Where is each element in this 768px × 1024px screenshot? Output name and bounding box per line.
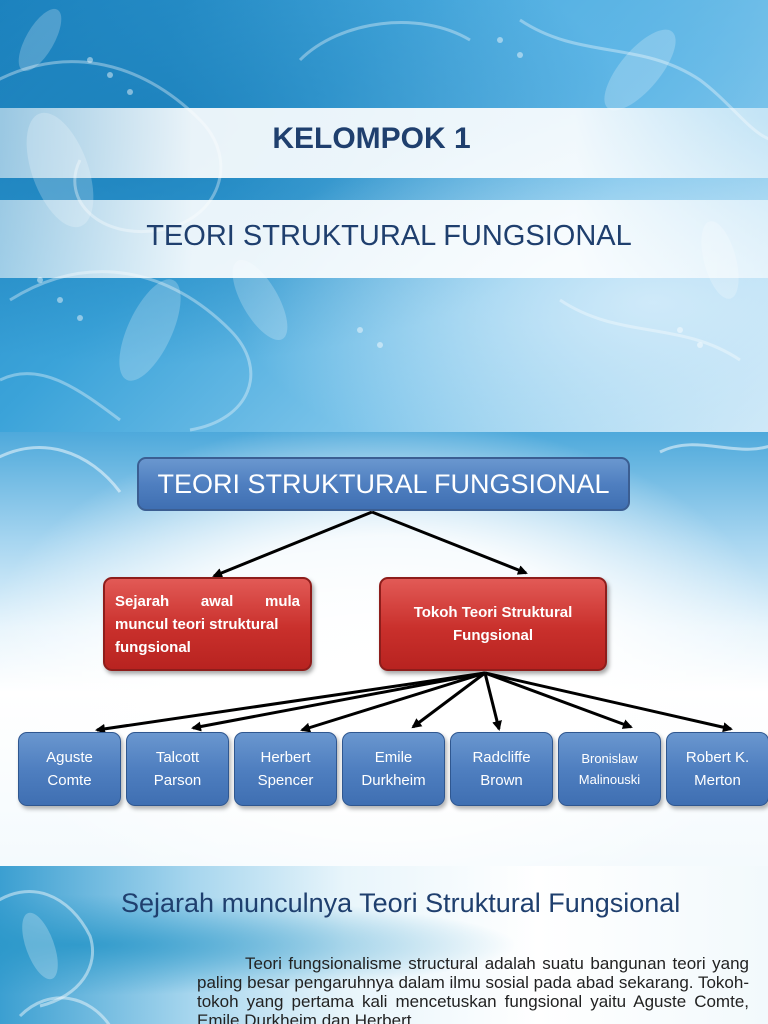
- arrow-to-comte: [95, 671, 486, 734]
- history-line-2: muncul teori struktural: [115, 615, 279, 633]
- figure-first-name: Robert K.: [685, 749, 750, 766]
- figure-last-name: Spencer: [257, 772, 314, 789]
- root-node: TEORI STRUKTURAL FUNGSIONAL: [137, 457, 630, 511]
- figure-node-merton: Robert K. Merton: [666, 732, 768, 806]
- figure-last-name: Durkheim: [361, 772, 426, 789]
- arrow-root-to-figures: [371, 510, 528, 575]
- arrow-to-durkheim: [411, 671, 486, 729]
- arrow-root-to-history: [212, 510, 373, 578]
- history-slide: Sejarah munculnya Teori Struktural Fungs…: [0, 866, 768, 1024]
- concept-map-slide: TEORI STRUKTURAL FUNGSIONAL Sejarah awal…: [0, 432, 768, 866]
- figure-last-name: Comte: [47, 772, 92, 789]
- section-body: Teori fungsionalisme structural adalah s…: [197, 954, 749, 1024]
- figure-first-name: Bronislaw: [581, 751, 638, 766]
- slide-subtitle: TEORI STRUKTURAL FUNGSIONAL: [146, 220, 632, 252]
- slide-title: KELOMPOK 1: [272, 122, 471, 155]
- figure-last-name: Merton: [694, 772, 741, 789]
- figure-first-name: Emile: [374, 749, 413, 766]
- history-line-1: Sejarah awal mula: [115, 592, 300, 610]
- arrow-to-parson: [191, 671, 486, 732]
- connector-arrows: [95, 510, 733, 734]
- figure-first-name: Aguste: [46, 749, 93, 766]
- subtitle-band: [0, 200, 768, 278]
- figure-last-name: Parson: [153, 772, 202, 789]
- arrow-to-brown: [483, 672, 502, 731]
- figures-node: Tokoh Teori Struktural Fungsional: [379, 577, 607, 671]
- history-line-3: fungsional: [115, 638, 191, 656]
- section-body-text: Teori fungsionalisme structural adalah s…: [197, 954, 749, 1024]
- figure-first-name: Talcott: [155, 749, 200, 766]
- figure-first-name: Herbert: [260, 749, 311, 766]
- arrow-to-malinouski: [484, 671, 633, 729]
- title-band: [0, 108, 768, 178]
- title-slide: KELOMPOK 1 TEORI STRUKTURAL FUNGSIONAL: [0, 0, 768, 432]
- figure-first-name: Radcliffe: [472, 749, 531, 766]
- history-node: Sejarah awal mula muncul teori struktura…: [103, 577, 312, 671]
- section-title: Sejarah munculnya Teori Struktural Fungs…: [121, 888, 681, 918]
- arrow-to-merton: [484, 671, 733, 733]
- figure-last-name: Malinouski: [578, 772, 641, 787]
- arrow-to-spencer: [300, 671, 486, 733]
- figure-last-name: Brown: [480, 772, 523, 789]
